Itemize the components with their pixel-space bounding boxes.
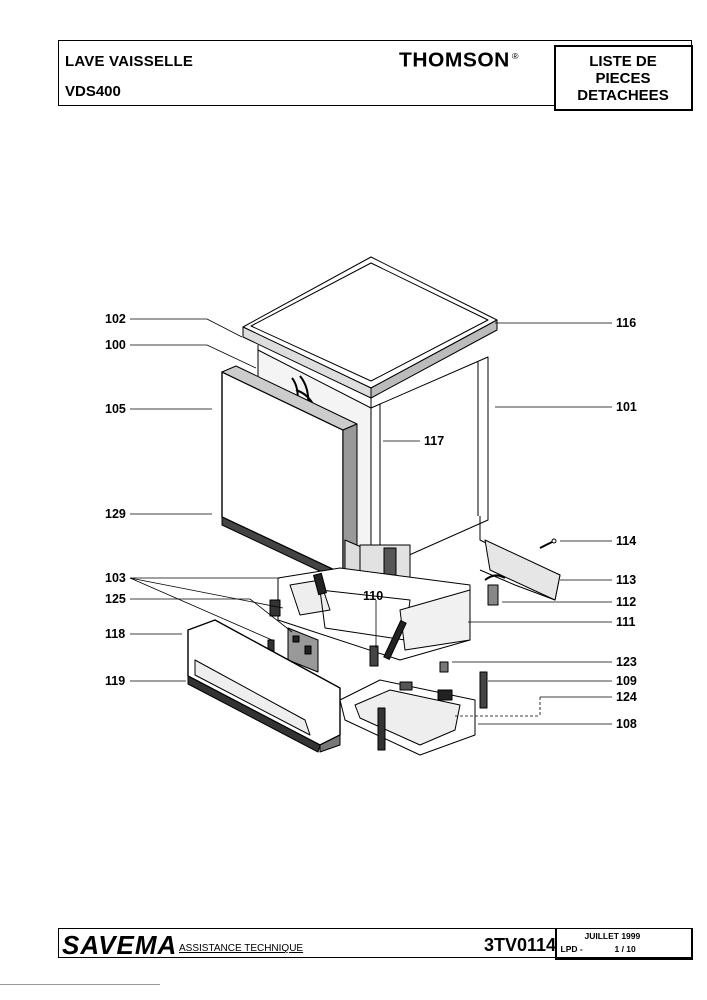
revision-date: JUILLET 1999 xyxy=(584,930,641,941)
callout-109: 109 xyxy=(616,674,637,688)
document-type-box: LISTE DE PIECES DETACHEES xyxy=(553,45,693,111)
callout-112: 112 xyxy=(616,595,637,609)
callout-129: 129 xyxy=(105,507,126,521)
lpd-label: LPD - xyxy=(560,943,583,954)
callout-100: 100 xyxy=(105,338,126,352)
callout-113: 113 xyxy=(616,573,637,587)
control-board xyxy=(287,627,319,673)
model-number: VDS400 xyxy=(65,83,121,100)
product-name: LAVE VAISSELLE xyxy=(65,53,194,70)
footer-tagline: ASSISTANCE TECHNIQUE xyxy=(179,943,304,954)
callout-125: 125 xyxy=(105,592,126,606)
callout-118: 118 xyxy=(105,627,126,641)
worktop xyxy=(242,256,498,399)
callout-116: 116 xyxy=(616,316,637,330)
leader-lines xyxy=(129,318,612,725)
doc-type-line-1: LISTE DE xyxy=(589,52,657,70)
callout-108: 108 xyxy=(616,717,637,731)
callout-103: 103 xyxy=(105,571,126,585)
base-frame xyxy=(267,567,506,667)
callout-117: 117 xyxy=(424,434,445,448)
callout-110: 110 xyxy=(363,589,384,603)
callout-114: 114 xyxy=(616,534,637,548)
savema-logo: SAVEMA xyxy=(62,930,178,960)
footer-rule xyxy=(0,984,160,985)
callout-123: 123 xyxy=(616,655,637,669)
title-block: LAVE VAISSELLE VDS400 THOMSON® LISTE DE … xyxy=(58,40,693,111)
kick-plate xyxy=(187,619,341,753)
doc-type-line-3: DETACHEES xyxy=(577,86,669,104)
callout-102: 102 xyxy=(105,312,126,326)
page-number: 1 / 10 xyxy=(614,943,636,954)
footer-block: SAVEMA ASSISTANCE TECHNIQUE 3TV0114 JUIL… xyxy=(58,927,693,960)
doc-type-line-2: PIECES xyxy=(595,69,651,87)
brand-logo: THOMSON® xyxy=(399,50,519,73)
callout-101: 101 xyxy=(616,400,637,414)
document-code: 3TV0114 xyxy=(484,935,557,955)
callout-119: 119 xyxy=(105,674,126,688)
brand-name: THOMSON xyxy=(399,49,510,72)
bottom-tray xyxy=(339,661,488,756)
revision-box: JUILLET 1999 LPD - 1 / 10 xyxy=(554,927,693,960)
door-panel xyxy=(221,365,358,583)
callout-105: 105 xyxy=(105,402,126,416)
registered-mark: ® xyxy=(511,51,519,62)
callout-124: 124 xyxy=(616,690,637,704)
callout-111: 111 xyxy=(616,615,636,629)
